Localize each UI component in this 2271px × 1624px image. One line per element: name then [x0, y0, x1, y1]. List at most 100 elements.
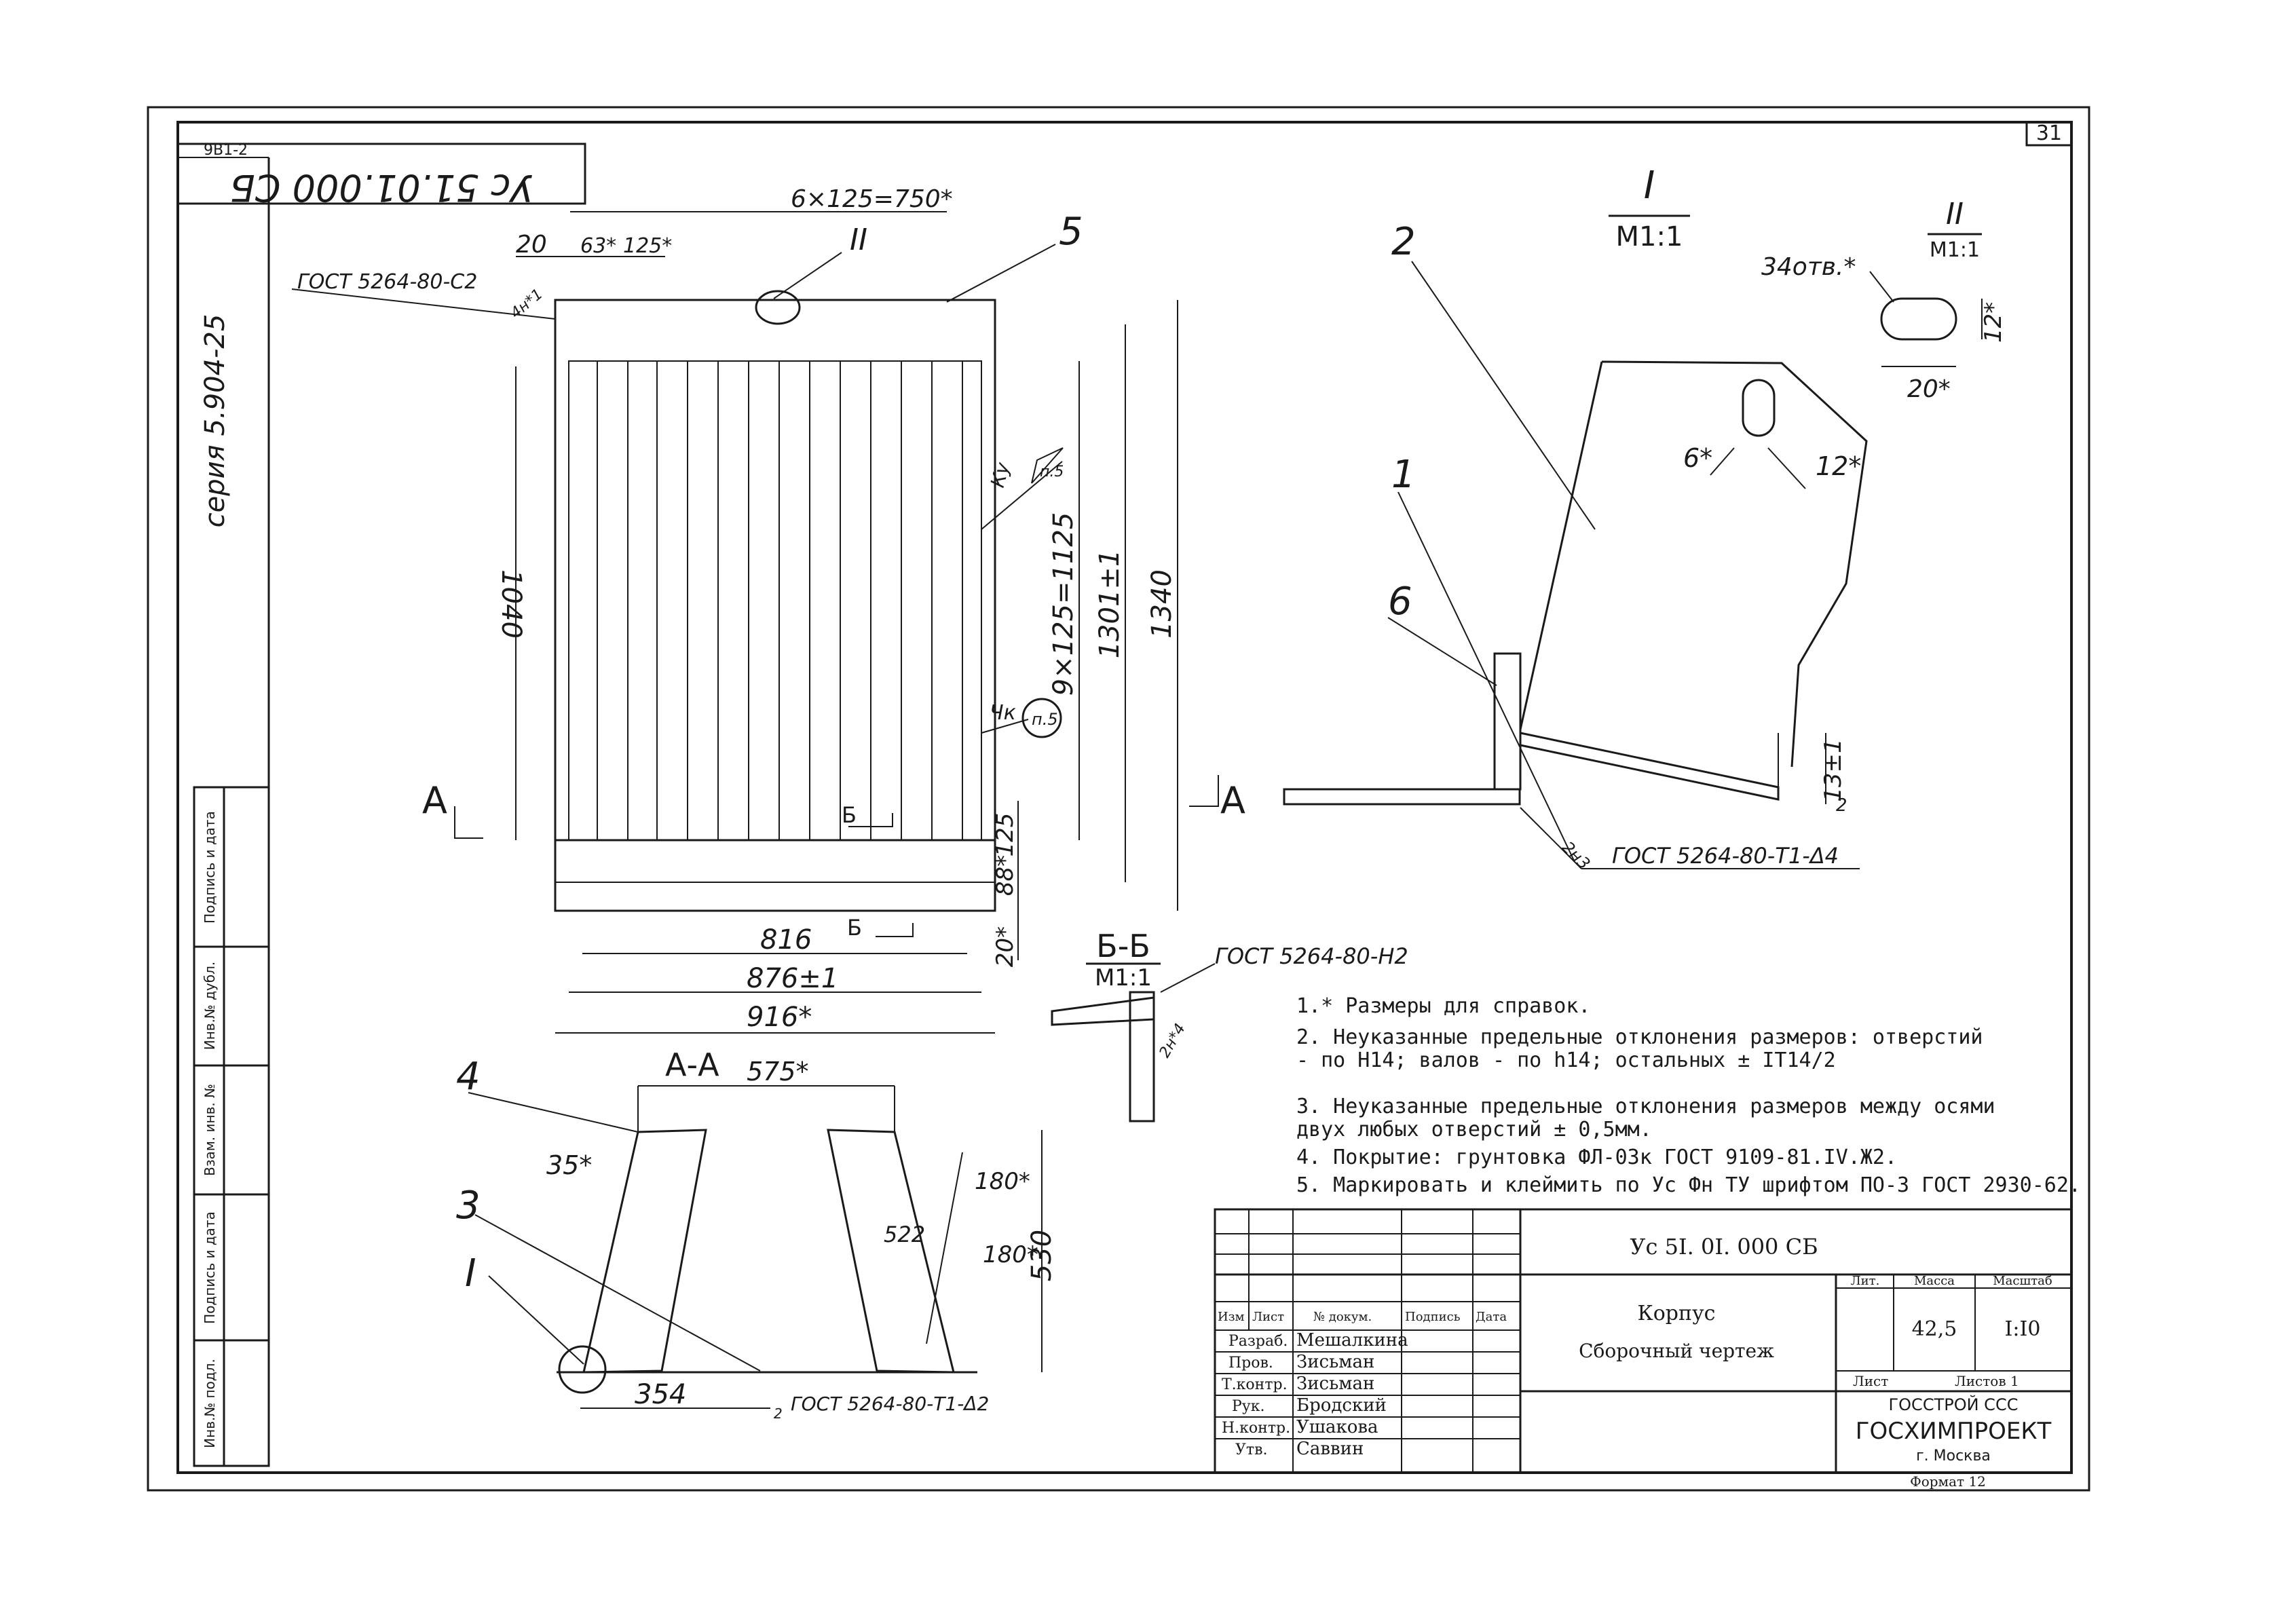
tb-scale: I:I0 — [2005, 1317, 2041, 1341]
callout-ii: II — [850, 223, 867, 257]
dim-125: 125* — [623, 234, 672, 258]
tb-doc-type: Сборочный чертеж — [1579, 1340, 1774, 1362]
weld-chk-note: п.5 — [1032, 710, 1058, 729]
strip-sign-date-2: Подпись и дата — [202, 1211, 218, 1324]
section-aa-title: А-А — [665, 1046, 719, 1083]
note-3b: двух любых отверстий ± 0,5мм. — [1296, 1118, 1652, 1141]
detail-i-title: I — [1644, 164, 1655, 208]
section-a-left: А — [422, 779, 447, 822]
section-bb-title: Б-Б — [1096, 928, 1150, 964]
dim-125b: 125 — [992, 813, 1019, 857]
main-view — [291, 211, 1219, 1034]
dim-pitch-height: 9×125=1125 — [1048, 512, 1079, 696]
detail-i-dim-2: 2 — [1836, 795, 1847, 816]
callout-4: 4 — [456, 1055, 481, 1099]
strip-sign-date-1: Подпись и дата — [202, 811, 218, 924]
dim-530: 530 — [1026, 1230, 1057, 1281]
dim-1340: 1340 — [1146, 569, 1178, 639]
dim-63: 63* — [580, 234, 616, 258]
note-1: 1.* Размеры для справок. — [1296, 994, 1590, 1018]
corner-code: 9В1-2 — [204, 142, 248, 159]
callout-3: 3 — [456, 1184, 481, 1228]
note-4: 4. Покрытие: грунтовка ФЛ-03к ГОСТ 9109-… — [1296, 1146, 1897, 1169]
detail-i-scale: М1:1 — [1616, 221, 1683, 252]
dim-88: 88* — [992, 855, 1019, 896]
tb-role-1: Пров. — [1228, 1355, 1273, 1372]
tb-col-sign: Подпись — [1405, 1310, 1461, 1324]
detail-ii-holes: 34отв.* — [1761, 253, 1856, 281]
callout-5: 5 — [1059, 210, 1083, 254]
dim-816: 816 — [760, 924, 812, 956]
tb-role-4: Н.контр. — [1222, 1420, 1290, 1437]
detail-i-dim-12: 12* — [1816, 451, 1861, 481]
tb-name-4: Ушакова — [1296, 1417, 1378, 1437]
section-bb-weld-leg: 2н*4 — [1157, 1021, 1189, 1061]
tb-org2: ГОСХИМПРОЕКТ — [1856, 1418, 2052, 1445]
section-b-bottom: Б — [847, 915, 862, 941]
strip-inv-podl: Инв.№ подл. — [202, 1359, 218, 1448]
dim-1301: 1301±1 — [1094, 550, 1125, 659]
weld-chk: Чк — [990, 701, 1016, 725]
tb-sheets-label: Листов 1 — [1955, 1373, 2019, 1389]
dim-angle-35: 35* — [546, 1150, 592, 1180]
weld-leg-aa: 2 — [774, 1405, 783, 1422]
tb-name-2: Зисьман — [1296, 1374, 1374, 1394]
tb-mass-label: Масса — [1914, 1274, 1955, 1288]
sheet-number: 31 — [2036, 121, 2062, 145]
section-bb-weld-gost: ГОСТ 5264-80-Н2 — [1215, 943, 1408, 969]
note-5: 5. Маркировать и клеймить по Ус Фн ТУ шр… — [1296, 1173, 2081, 1197]
dim-20: 20 — [516, 231, 547, 259]
detail-i-weld-gost: ГОСТ 5264-80-Т1-Δ4 — [1612, 843, 1839, 869]
detail-i-dim-6: 6* — [1683, 443, 1712, 473]
tb-format: Формат 12 — [1910, 1473, 1986, 1490]
section-a-right: А — [1220, 779, 1245, 822]
tb-name: Корпус — [1638, 1302, 1716, 1325]
dim-180b: 180* — [983, 1241, 1038, 1268]
weld-gost-c2: ГОСТ 5264-80-С2 — [297, 270, 477, 294]
dim-522: 522 — [884, 1222, 925, 1247]
tb-col-doc: № докум. — [1313, 1310, 1372, 1324]
strip-vzam-inv: Взам. инв. № — [202, 1084, 218, 1176]
callout-i: I — [465, 1251, 476, 1296]
tb-name-5: Саввин — [1296, 1439, 1364, 1459]
tb-org3: г. Москва — [1916, 1448, 1991, 1465]
note-2b: - по Н14; валов - по h14; остальных ± IT… — [1296, 1049, 1836, 1072]
tb-code: Ус 5I. 0I. 000 СБ — [1630, 1234, 1818, 1260]
tb-col-izm: Изм — [1218, 1310, 1245, 1324]
tb-scale-label: Масштаб — [1993, 1274, 2052, 1288]
tb-col-date: Дата — [1476, 1310, 1507, 1324]
dim-180a: 180* — [975, 1168, 1030, 1195]
title-block — [1214, 1208, 2073, 1474]
tb-role-0: Разраб. — [1228, 1333, 1288, 1350]
drawing-code-top: Ус 51.01.000 СБ — [230, 166, 533, 209]
weld-gost-t1-2: ГОСТ 5264-80-Т1-Δ2 — [791, 1393, 989, 1415]
callout-2: 2 — [1391, 220, 1416, 264]
dim-354: 354 — [635, 1379, 686, 1410]
tb-org1: ГОССТРОЙ ССС — [1889, 1395, 2019, 1414]
dim-1040: 1040 — [495, 569, 527, 639]
dim-876: 876±1 — [747, 963, 838, 994]
section-aa-view — [468, 1085, 1043, 1409]
dim-575: 575* — [747, 1057, 809, 1087]
detail-i-view — [1283, 261, 1868, 869]
dim-pitch-top: 6×125=750* — [791, 185, 953, 213]
detail-i-dim-13: 13±1 — [1820, 738, 1847, 801]
section-b-top: Б — [842, 802, 857, 828]
section-bb-view — [1051, 963, 1216, 1122]
detail-ii-dim-20: 20* — [1907, 375, 1951, 403]
tb-name-0: Мешалкина — [1296, 1330, 1408, 1351]
outer-frame — [147, 106, 2090, 1492]
inner-frame — [176, 121, 2073, 1474]
dim-916: 916* — [747, 1002, 812, 1033]
detail-ii-view — [1869, 271, 1983, 367]
weld-ku-note: п.5 — [1040, 464, 1064, 480]
section-bb-scale: М1:1 — [1095, 964, 1152, 992]
tb-name-3: Бродский — [1296, 1395, 1387, 1416]
detail-ii-scale: М1:1 — [1930, 238, 1980, 262]
detail-ii-title: II — [1946, 197, 1964, 231]
tb-role-5: Утв. — [1235, 1441, 1267, 1458]
tb-col-list: Лист — [1252, 1310, 1284, 1324]
weld-ku: Кy — [986, 460, 1014, 490]
note-3a: 3. Неуказанные предельные отклонения раз… — [1296, 1095, 1995, 1118]
